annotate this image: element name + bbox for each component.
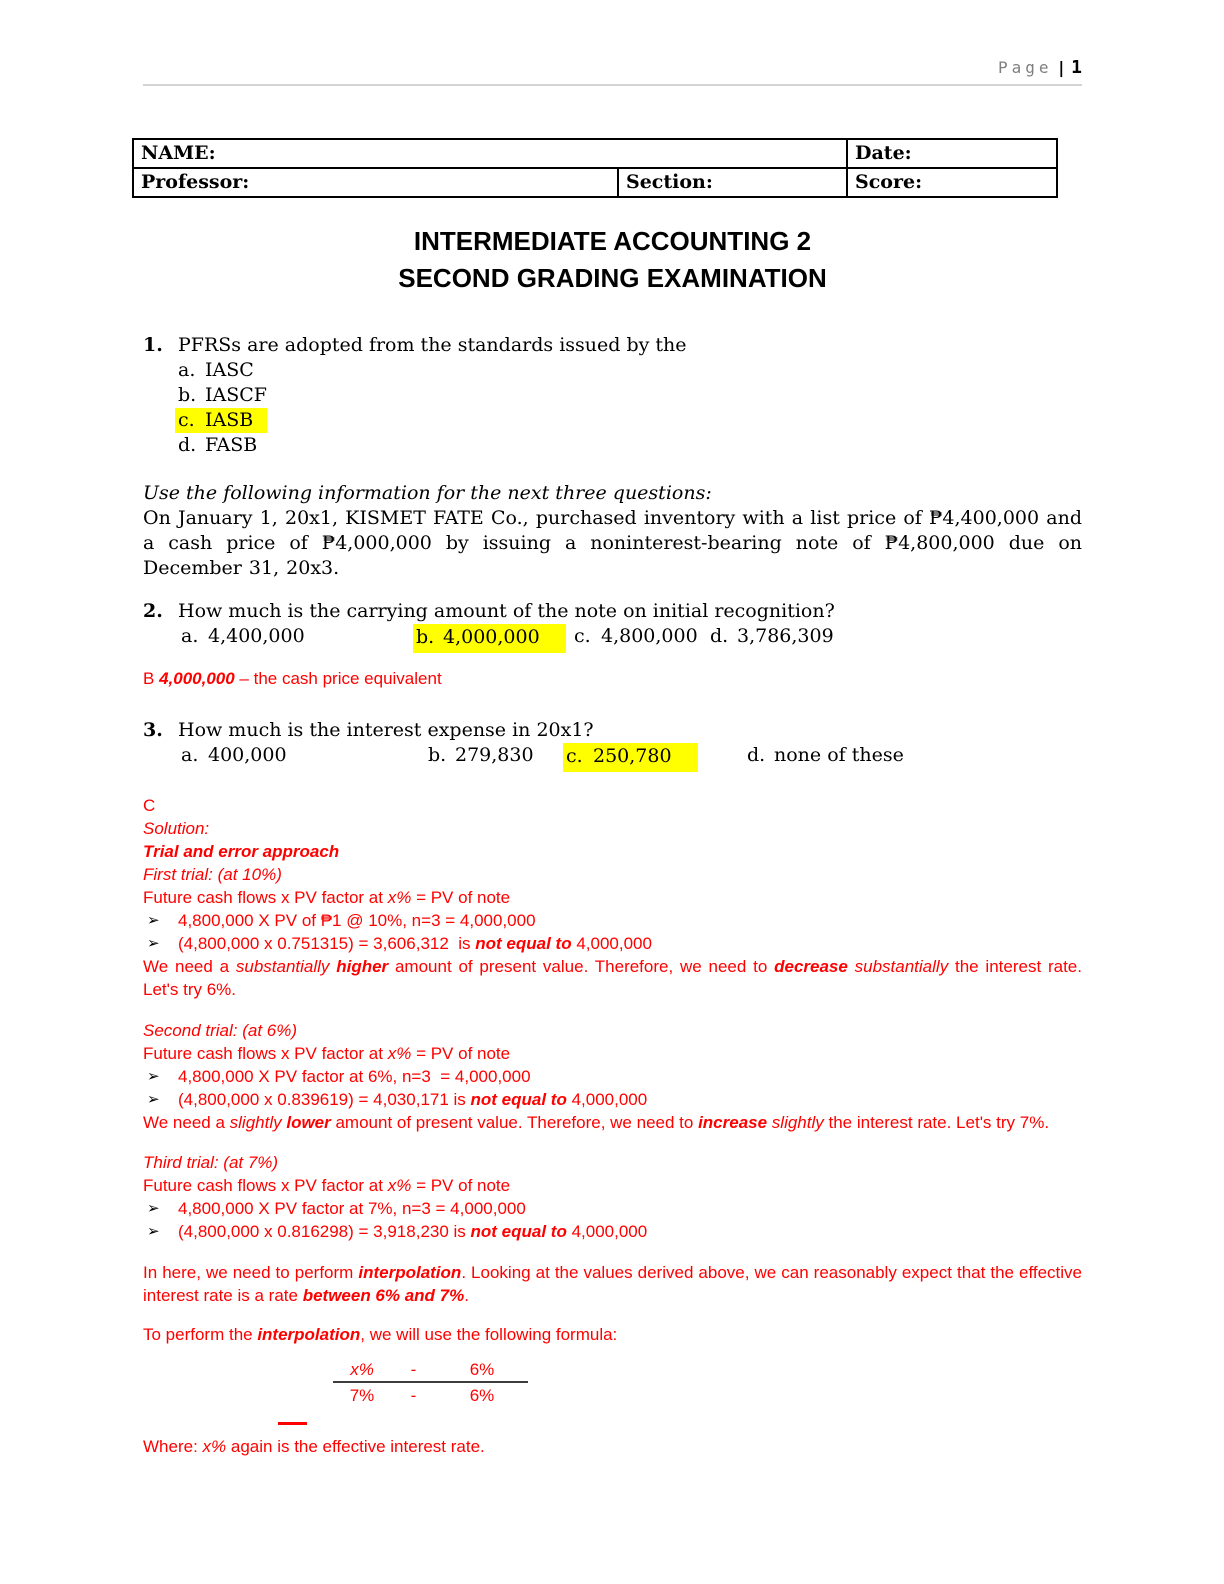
formula-six-percent: 6%: [469, 1386, 495, 1405]
arrow-bullet-icon: ➢: [147, 1067, 160, 1085]
trial-3-bullet-2: ➢ (4,800,000 x 0.816298) = 3,918,230 is …: [143, 1220, 1082, 1243]
bullet-text: (4,800,000 x 0.839619) = 4,030,171 is no…: [178, 1090, 648, 1109]
bullet-text: (4,800,000 x 0.751315) = 3,606,312 is no…: [178, 934, 652, 953]
exam-title-line2: SECOND GRADING EXAMINATION: [398, 263, 827, 293]
professor-field-cell: Professor:: [132, 167, 619, 198]
formula-denominator: 7% - 6%: [333, 1383, 528, 1406]
header-rule: [143, 84, 1082, 86]
question-2-option-d: d.3,786,309: [710, 625, 834, 647]
question-1-choice-b: b. IASCF: [178, 383, 1082, 408]
student-info-table: NAME: Date: Professor: Section: Score:: [131, 138, 1059, 198]
date-field-cell: Date:: [846, 138, 1059, 169]
context-lead-line: Use the following information for the ne…: [143, 482, 712, 504]
section-field-cell: Section:: [616, 167, 849, 198]
formula-six-percent: 6%: [469, 1360, 495, 1379]
question-3: 3. How much is the interest expense in 2…: [143, 718, 1082, 743]
trial-3-lead: Future cash flows x PV factor at x% = PV…: [143, 1176, 511, 1195]
arrow-bullet-icon: ➢: [147, 1090, 160, 1108]
trial-1-bullet-2: ➢ (4,800,000 x 0.751315) = 3,606,312 is …: [143, 932, 1082, 955]
question-3-text: How much is the interest expense in 20x1…: [178, 719, 594, 741]
choice-label: a.: [178, 359, 196, 381]
page-header: Page|1: [143, 57, 1082, 79]
formula-intro: To perform the interpolation, we will us…: [143, 1325, 618, 1344]
info-table-row-1: NAME: Date:: [131, 138, 1059, 169]
trial-2-title: Second trial: (at 6%): [143, 1021, 298, 1040]
choice-text: IASCF: [205, 384, 267, 406]
formula-numerator: x% - 6%: [333, 1359, 528, 1383]
question-1-choice-d: d. FASB: [178, 433, 1082, 458]
question-2-number: 2.: [143, 600, 163, 622]
arrow-bullet-icon: ➢: [147, 934, 160, 952]
question-3-options: a.400,000 b.279,830 c.250,780 d.none of …: [143, 743, 1082, 772]
choice-text: IASB: [205, 409, 254, 431]
where-note: Where: x% again is the effective interes…: [143, 1437, 485, 1456]
solution-approach-title: Trial and error approach: [143, 842, 340, 861]
score-field-cell: Score:: [846, 167, 1059, 198]
question-2-option-c: c.4,800,000: [574, 625, 698, 647]
choice-label: d.: [178, 434, 197, 456]
question-2-answer-note: B 4,000,000 – the cash price equivalent: [143, 669, 442, 688]
question-1-choice-c-highlighted: c. IASB: [175, 408, 1082, 433]
interpolation-paragraph: In here, we need to perform interpolatio…: [143, 1263, 1082, 1305]
formula-seven-percent: 7%: [349, 1386, 375, 1405]
red-dash-mark: [278, 1422, 307, 1425]
page-label-divider: |: [1056, 58, 1067, 77]
choice-label: c.: [178, 409, 195, 431]
arrow-bullet-icon: ➢: [147, 911, 160, 929]
solution-answer-letter: C: [143, 796, 156, 815]
arrow-bullet-icon: ➢: [147, 1222, 160, 1240]
exam-title-line1: INTERMEDIATE ACCOUNTING 2: [413, 226, 812, 256]
context-paragraph: On January 1, 20x1, KISMET FATE Co., pur…: [143, 507, 1082, 579]
question-1-number: 1.: [143, 334, 163, 356]
trial-1-note: We need a substantially higher amount of…: [143, 957, 1082, 999]
bullet-text: 4,800,000 X PV factor at 7%, n=3 = 4,000…: [178, 1199, 526, 1218]
question-2-option-b-highlighted: b.4,000,000: [413, 624, 566, 653]
trial-2-lead: Future cash flows x PV factor at x% = PV…: [143, 1044, 511, 1063]
question-1-choice-a: a. IASC: [178, 358, 1082, 383]
trial-3-bullet-1: ➢ 4,800,000 X PV factor at 7%, n=3 = 4,0…: [143, 1197, 1082, 1220]
formula-minus: -: [410, 1360, 417, 1379]
question-1: 1. PFRSs are adopted from the standards …: [143, 333, 1082, 358]
choice-text: IASC: [205, 359, 254, 381]
page-number: 1: [1071, 57, 1082, 78]
question-3-option-d: d.none of these: [747, 744, 904, 766]
trial-2-note: We need a slightly lower amount of prese…: [143, 1113, 1050, 1132]
formula-x-percent: x%: [350, 1360, 374, 1379]
question-3-option-c-highlighted: c.250,780: [563, 743, 698, 772]
page-content: Page|1 NAME: Date: Professor: Section: S…: [0, 57, 1224, 1458]
question-1-text: PFRSs are adopted from the standards iss…: [178, 334, 687, 356]
question-2-text: How much is the carrying amount of the n…: [178, 600, 835, 622]
trial-1-lead: Future cash flows x PV factor at x% = PV…: [143, 888, 511, 907]
bullet-text: 4,800,000 X PV factor at 6%, n=3 = 4,000…: [178, 1067, 531, 1086]
solution-label: Solution:: [143, 819, 210, 838]
question-3-number: 3.: [143, 719, 163, 741]
question-2: 2. How much is the carrying amount of th…: [143, 599, 1082, 624]
bullet-text: (4,800,000 x 0.816298) = 3,918,230 is no…: [178, 1222, 648, 1241]
choice-label: b.: [178, 384, 197, 406]
trial-2-bullet-2: ➢ (4,800,000 x 0.839619) = 4,030,171 is …: [143, 1088, 1082, 1111]
trial-3-title: Third trial: (at 7%): [143, 1153, 279, 1172]
question-3-option-a: a.400,000: [181, 744, 287, 766]
choice-text: FASB: [205, 434, 258, 456]
trial-1-title: First trial: (at 10%): [143, 865, 282, 884]
trial-1-bullet-1: ➢ 4,800,000 X PV of ₱1 @ 10%, n=3 = 4,00…: [143, 909, 1082, 932]
info-table-row-2: Professor: Section: Score:: [132, 167, 1059, 198]
question-2-option-a: a.4,400,000: [181, 625, 305, 647]
bullet-text: 4,800,000 X PV of ₱1 @ 10%, n=3 = 4,000,…: [178, 911, 536, 930]
question-2-options: a.4,400,000 b.4,000,000 c.4,800,000 d.3,…: [143, 624, 1082, 653]
interpolation-formula: x% - 6% 7% - 6%: [333, 1359, 528, 1406]
question-3-option-b: b.279,830: [428, 744, 534, 766]
trial-2-bullet-1: ➢ 4,800,000 X PV factor at 6%, n=3 = 4,0…: [143, 1065, 1082, 1088]
arrow-bullet-icon: ➢: [147, 1199, 160, 1217]
page-label: Page: [997, 58, 1053, 77]
formula-minus: -: [410, 1386, 417, 1405]
name-field-cell: NAME:: [131, 138, 849, 169]
